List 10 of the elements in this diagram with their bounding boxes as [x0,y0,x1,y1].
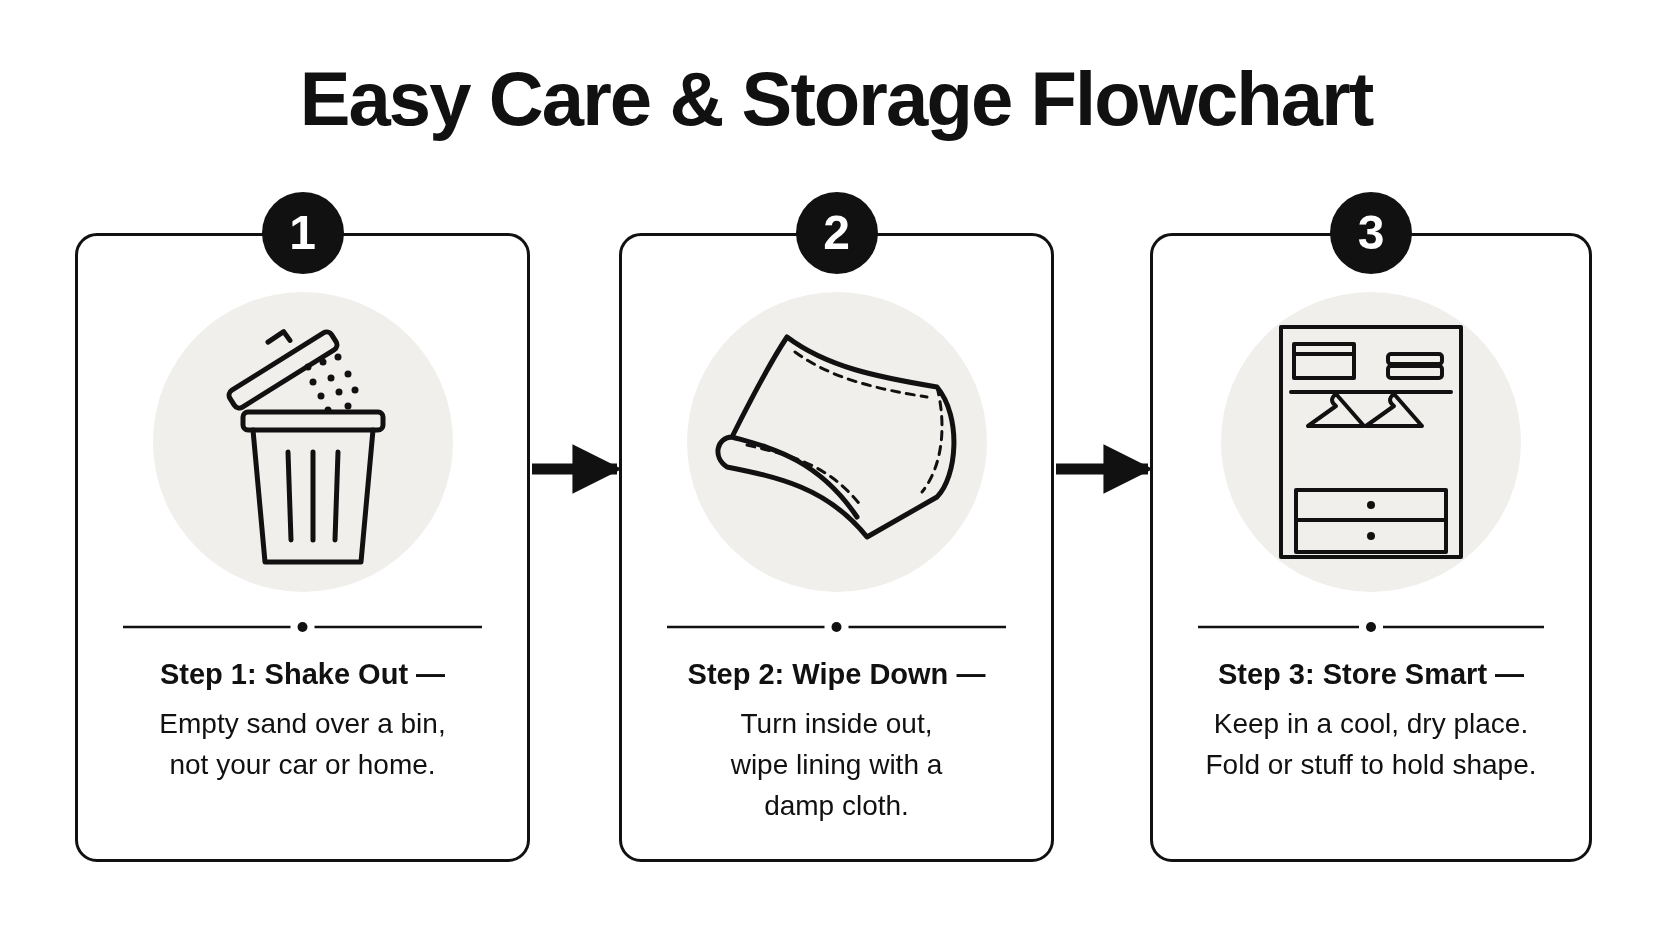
step-heading: Step 3: Store Smart — [1216,657,1526,692]
step-description: Turn inside out, wipe lining with a damp cloth. [729,707,944,823]
step-heading: Step 2: Wipe Down — [686,657,987,692]
step-number-badge: 3 [1330,192,1412,274]
step-number-badge: 1 [261,192,344,274]
step-number-badge: 2 [795,192,878,274]
title: Easy Care & Storage Flowchart [298,55,1374,143]
step-description: Keep in a cool, dry place. Fold or stuff to hold shape. [1204,707,1538,782]
step-heading: Step 1: Shake Out — [158,657,447,692]
step-description: Empty sand over a bin, not your car or home. [158,707,447,782]
